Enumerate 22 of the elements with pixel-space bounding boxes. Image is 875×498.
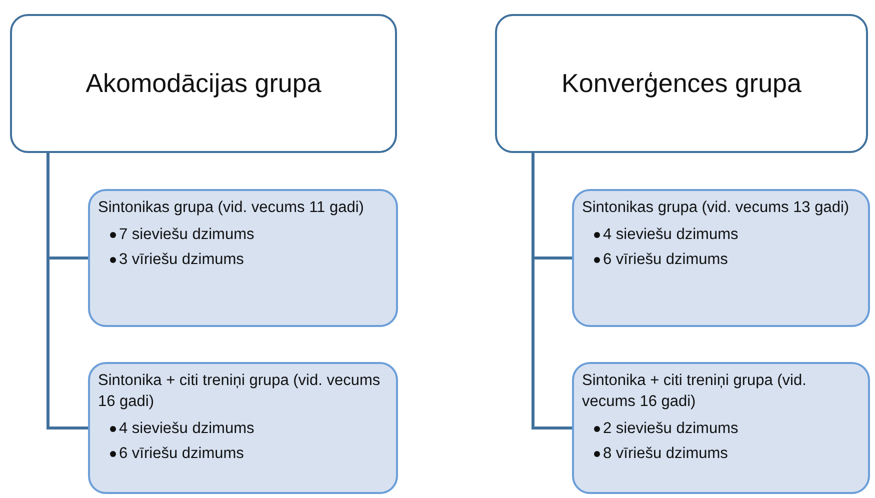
subgroup-box: [88, 189, 398, 327]
bullet-text: 4 sieviešu dzimums: [603, 226, 738, 243]
subgroup-box: [88, 362, 398, 494]
bullet-text: 3 vīriešu dzimums: [119, 251, 244, 268]
connector-line: [46, 153, 88, 430]
group-heading-box: [495, 14, 868, 153]
subgroup-title: Sintonikas grupa (vid. vecums 11 gadi): [98, 198, 365, 218]
group-heading-box: [10, 14, 397, 153]
bullet-text: 2 sieviešu dzimums: [603, 420, 738, 437]
bullet-text: 8 vīriešu dzimums: [603, 445, 728, 462]
bullet-text: 6 vīriešu dzimums: [119, 445, 244, 462]
bullet-text: 6 vīriešu dzimums: [603, 251, 728, 268]
subgroup-title: Sintonika + citi treniņi grupa (vid. vecums 16 gadi): [582, 371, 808, 412]
heading-text: Akomodācijas grupa: [86, 68, 322, 99]
bullet-text: 4 sieviešu dzimums: [119, 420, 254, 437]
subgroup-box: [572, 189, 870, 327]
subgroup-title: Sintonika + citi treniņi grupa (vid. vecums 16 gadi): [98, 371, 382, 412]
heading-text: Konverģences grupa: [562, 68, 802, 99]
connector-line: [532, 153, 572, 430]
bullet-text: 7 sieviešu dzimums: [119, 226, 254, 243]
subgroup-title: Sintonikas grupa (vid. vecums 13 gadi): [582, 198, 850, 218]
subgroup-box: [572, 362, 870, 494]
